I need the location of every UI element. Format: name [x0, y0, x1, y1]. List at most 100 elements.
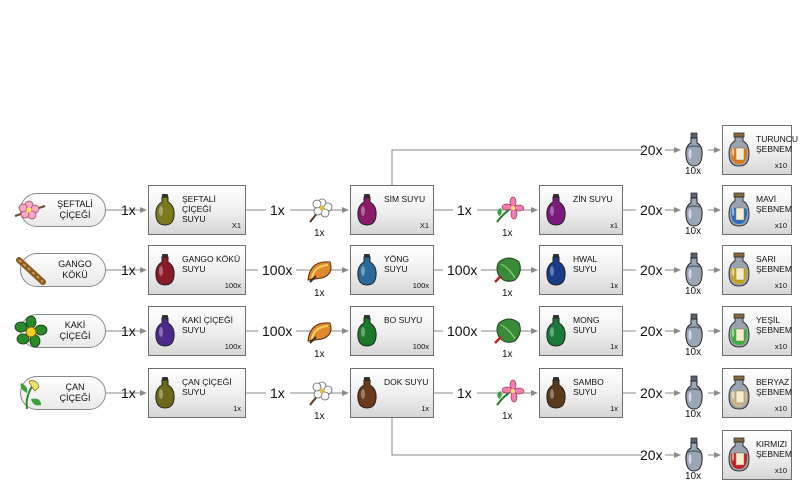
empty-flask-icon [682, 437, 706, 473]
material-quantity: 1x [502, 228, 513, 239]
empty-flask-icon [682, 132, 706, 168]
juice-title: BO SUYU [384, 315, 423, 325]
source-ingredient[interactable]: ÇAN ÇİÇEĞİ [20, 376, 106, 410]
juice-box[interactable]: ZİN SUYU x1 [539, 185, 623, 235]
juice-bottle-icon [153, 252, 177, 288]
dew-potion-title: BERYAZ ŞEBNEM [756, 377, 792, 397]
juice-title: ÇAN ÇİÇEĞİ SUYU [182, 377, 232, 397]
empty-flask-icon [682, 192, 706, 228]
juice-title: SİM SUYU [384, 194, 426, 204]
input-quantity: 100x [447, 323, 478, 339]
material-quantity: 1x [314, 349, 325, 360]
dew-potion-icon [727, 375, 751, 411]
source-ingredient[interactable]: GANGO KÖKÜ [16, 253, 106, 287]
input-quantity: 100x [262, 323, 293, 339]
white-flower-icon [304, 194, 336, 226]
material-quantity: 1x [314, 228, 325, 239]
connector-arrow [391, 149, 642, 185]
source-ingredient[interactable]: ŞEFTALİ ÇİÇEĞİ [14, 193, 106, 227]
juice-count: 1x [610, 404, 618, 413]
flask-quantity: 10x [685, 166, 702, 177]
green-herb-icon [493, 315, 525, 347]
juice-bottle-icon [153, 192, 177, 228]
juice-box[interactable]: MONG SUYU 1x [539, 306, 623, 356]
input-quantity: 1x [121, 385, 136, 401]
material-quantity: 1x [502, 411, 513, 422]
pink-flower-icon [493, 377, 525, 409]
dew-potion-title: MAVİ ŞEBNEM [756, 194, 792, 214]
juice-bottle-icon [544, 313, 568, 349]
juice-title: SAMBO SUYU [573, 377, 604, 397]
input-quantity: 100x [447, 262, 478, 278]
juice-title: ZİN SUYU [573, 194, 613, 204]
flask-quantity: 10x [685, 409, 702, 420]
juice-bottle-icon [355, 313, 379, 349]
juice-box[interactable]: ŞEFTALİ ÇİÇEĞİ SUYU X1 [148, 185, 246, 235]
dew-potion-icon [727, 192, 751, 228]
juice-box[interactable]: SİM SUYU X1 [350, 185, 434, 235]
input-quantity: 1x [270, 202, 285, 218]
source-label: ÇAN ÇİÇEĞİ [59, 382, 91, 403]
juice-title: MONG SUYU [573, 315, 600, 335]
dew-potion-count: x10 [774, 161, 787, 170]
pink-flower-icon [493, 194, 525, 226]
peach-blossom-icon [13, 194, 49, 228]
juice-count: 100x [412, 342, 429, 351]
source-ingredient[interactable]: KAKİ ÇİÇEĞİ [14, 314, 106, 348]
dew-potion-count: x10 [774, 281, 787, 290]
juice-bottle-icon [355, 375, 379, 411]
juice-count: X1 [419, 221, 429, 230]
juice-title: ŞEFTALİ ÇİÇEĞİ SUYU [182, 194, 216, 224]
flask-quantity: 10x [685, 347, 702, 358]
result-input-quantity: 20x [640, 385, 663, 401]
connector-arrow [391, 418, 642, 456]
input-quantity: 1x [121, 202, 136, 218]
juice-count: 1x [610, 281, 618, 290]
white-flower-icon [304, 377, 336, 409]
flask-quantity: 10x [685, 471, 702, 482]
input-quantity: 1x [121, 262, 136, 278]
input-quantity: 100x [262, 262, 293, 278]
material-quantity: 1x [502, 288, 513, 299]
dew-potion-icon [727, 313, 751, 349]
juice-count: X1 [231, 221, 241, 230]
gango-root-icon [13, 254, 49, 288]
bell-flower-icon [13, 377, 49, 411]
juice-box[interactable]: SAMBO SUYU 1x [539, 368, 623, 418]
material-quantity: 1x [502, 349, 513, 360]
input-quantity: 1x [121, 323, 136, 339]
dew-potion-title: KIRMIZI ŞEBNEM [756, 439, 792, 459]
empty-flask-icon [682, 375, 706, 411]
juice-bottle-icon [355, 192, 379, 228]
juice-title: DOK SUYU [384, 377, 429, 387]
juice-bottle-icon [544, 192, 568, 228]
source-label: GANGO KÖKÜ [58, 259, 92, 280]
source-label: KAKİ ÇİÇEĞİ [59, 320, 91, 341]
mushroom-icon [304, 254, 336, 286]
juice-bottle-icon [153, 375, 177, 411]
juice-bottle-icon [355, 252, 379, 288]
juice-count: 1x [233, 404, 241, 413]
material-quantity: 1x [314, 288, 325, 299]
result-input-quantity: 20x [640, 262, 663, 278]
juice-count: 1x [610, 342, 618, 351]
dew-potion-icon [727, 132, 751, 168]
result-input-quantity: 20x [640, 447, 663, 463]
juice-count: x1 [610, 221, 618, 230]
kaki-flower-icon [13, 315, 49, 349]
juice-box[interactable]: BO SUYU 100x [350, 306, 434, 356]
empty-flask-icon [682, 252, 706, 288]
juice-count: 100x [224, 281, 241, 290]
